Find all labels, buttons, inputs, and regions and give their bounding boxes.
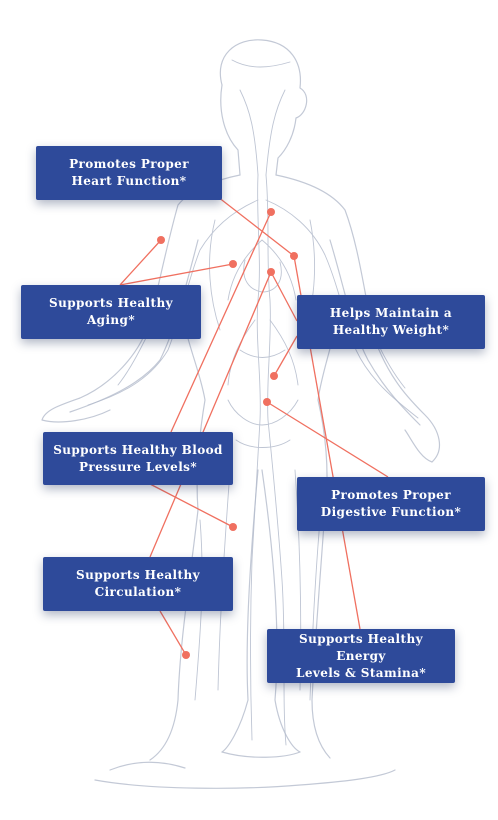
label-aging-line2: Aging* [86,313,136,327]
dot-upper-right [290,252,298,260]
label-digestive-line2: Digestive Function* [320,505,462,519]
dot-abdomen [270,372,278,380]
dot-heart [267,208,275,216]
label-weight-line2: Healthy Weight* [332,323,450,337]
connector-weight-a [270,271,298,322]
dot-left-arm [157,236,165,244]
dot-chest-left [229,260,237,268]
connector-heart [217,196,295,257]
connector-circulation-a [149,271,272,558]
connector-bp-b [149,483,234,528]
connector-dots [157,208,298,659]
label-heart-line1: Promotes Proper [69,157,189,171]
label-weight-line1: Helps Maintain a [329,306,453,320]
connector-bp-a [170,211,272,433]
connector-circulation-b [159,610,187,656]
connector-lines [119,196,389,656]
label-circulation-line2: Circulation* [94,585,182,599]
dot-calf [182,651,190,659]
connector-digestive [266,401,389,478]
label-aging-line1: Supports Healthy [49,296,173,310]
label-circulation-line1: Supports Healthy [76,568,200,582]
dot-pelvis [263,398,271,406]
label-healthy-weight: Helps Maintain a Healthy Weight* [297,295,485,349]
connector-aging-a [119,239,162,286]
label-bp-line1: Supports Healthy Blood [53,442,223,457]
label-energy-line2: Levels & Stamina* [296,665,426,680]
label-digestive-line1: Promotes Proper [331,488,451,502]
connector-weight-b [273,335,298,377]
label-bp-line2: Pressure Levels* [78,459,197,474]
dot-chest-center [267,268,275,276]
dot-thigh [229,523,237,531]
label-energy-line1: Supports Healthy Energy [299,631,423,663]
connector-aging-b [119,263,234,286]
label-heart-line2: Heart Function* [71,174,187,188]
